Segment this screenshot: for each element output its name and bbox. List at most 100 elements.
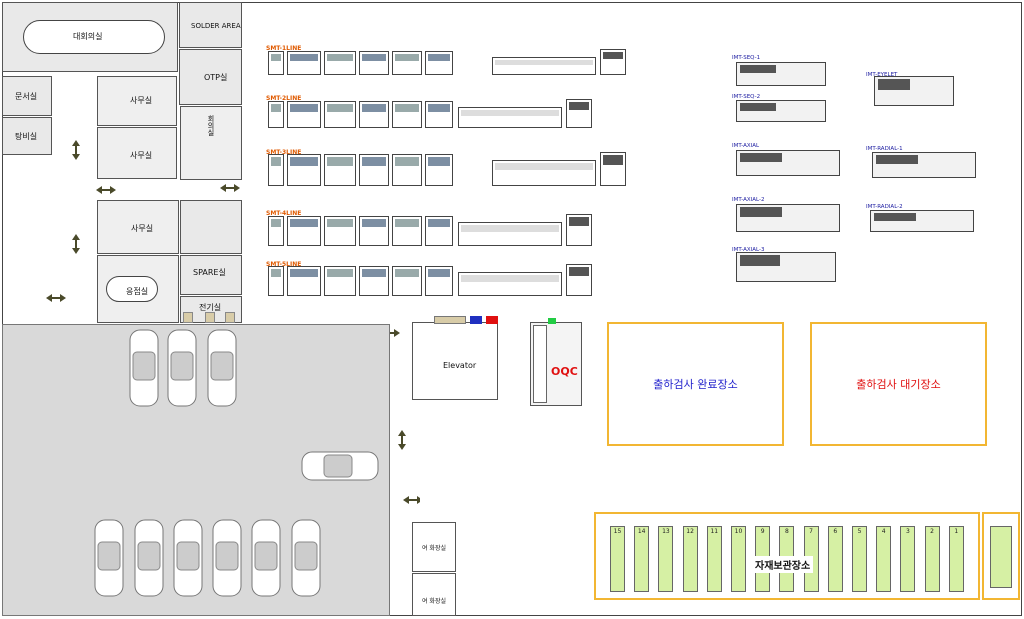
conference-table (23, 20, 165, 54)
shelf-number: 2 (930, 528, 934, 535)
imt-machine (736, 62, 826, 86)
machine-window (428, 269, 450, 278)
machine-window (327, 269, 353, 278)
machine (324, 154, 356, 186)
machine (566, 214, 592, 246)
machine-window (495, 163, 593, 171)
electrical-cabinet (205, 312, 215, 323)
machine-window (271, 104, 281, 112)
machine-window (395, 157, 419, 166)
solder-area: SOLDER AREA (179, 2, 242, 48)
machine-window (395, 269, 419, 278)
machine (287, 266, 321, 296)
machine-window (327, 104, 353, 112)
shelf-number: 8 (784, 528, 789, 535)
pantry-room: 탕비실 (2, 117, 52, 155)
machine-window (740, 65, 776, 74)
machine (392, 51, 422, 75)
small-meeting-room: 회의실 (180, 106, 242, 180)
smt-line-label: SMT-3LINE (266, 149, 302, 156)
machine-window (362, 269, 386, 278)
machine-window (569, 267, 589, 276)
smt-line-label: SMT-2LINE (266, 95, 302, 102)
spare-room: SPARE실 (180, 255, 242, 295)
machine (458, 272, 562, 296)
machine-window (362, 219, 386, 228)
storage-shelf: 10 (731, 526, 746, 592)
storage-side-rack (990, 526, 1012, 588)
reception-table (106, 276, 158, 302)
smt-line-label: SMT-1LINE (266, 45, 302, 52)
imt-machine (736, 100, 826, 122)
storage-shelf: 14 (634, 526, 650, 592)
machine (458, 222, 562, 246)
arrow-horizontal-icon (46, 294, 66, 302)
small-meeting-room-label: 회의실 (207, 115, 215, 136)
machine (359, 154, 389, 186)
machine (566, 99, 592, 128)
parked-car (204, 328, 240, 408)
otp-room: OTP실 (179, 49, 242, 105)
machine (324, 101, 356, 128)
material-storage-label: 자재보관장소 (752, 556, 814, 573)
machine-window (290, 269, 318, 278)
machine (392, 101, 422, 128)
electrical-room: 전기실 (180, 296, 242, 323)
machine-window (878, 79, 910, 90)
document-room: 문서실 (2, 76, 52, 116)
imt-machine (872, 152, 976, 178)
oqc-label: OQC (551, 365, 578, 378)
shelf-number: 4 (881, 528, 886, 535)
machine (359, 216, 389, 246)
shelf-number: 15 (613, 528, 622, 535)
machine (268, 266, 284, 296)
imt-machine-label: IMT-EYELET (866, 72, 898, 78)
inspection-wait-area: 출하검사 대기장소 (810, 322, 987, 446)
electrical-cabinet (225, 312, 235, 323)
machine-window (603, 52, 623, 60)
imt-machine-label: IMT-AXIAL (732, 143, 760, 149)
machine (425, 51, 453, 75)
restroom-male: 여 화장실 (412, 573, 456, 616)
machine (287, 101, 321, 128)
otp-room-label: OTP실 (204, 73, 228, 82)
imt-machine-label: IMT-AXIAL-2 (732, 197, 765, 203)
office-room-3: 사무실 (97, 200, 179, 254)
arrow-horizontal-icon (96, 186, 116, 194)
machine (324, 51, 356, 75)
arrow-vertical-icon (72, 234, 80, 254)
machine-window (461, 275, 559, 282)
machine-window (362, 157, 386, 166)
machine-window (428, 54, 450, 61)
machine (268, 154, 284, 186)
machine (425, 154, 453, 186)
machine-window (495, 60, 593, 66)
machine (566, 264, 592, 296)
office-room-1: 사무실 (97, 76, 177, 126)
machine-window (327, 157, 353, 166)
shelf-number: 6 (833, 528, 838, 535)
storage-side-area (982, 512, 1020, 600)
machine-window (290, 157, 318, 166)
machine (492, 57, 596, 75)
shelf-number: 14 (637, 528, 646, 535)
shelf-number: 1 (954, 528, 959, 535)
machine (600, 49, 626, 75)
restroom-female-label: 여 화장실 (422, 545, 446, 552)
imt-machine (870, 210, 974, 232)
machine (324, 266, 356, 296)
machine-window (876, 155, 918, 165)
machine-window (395, 54, 419, 61)
document-room-label: 문서실 (15, 92, 38, 101)
arrow-horizontal-icon (220, 184, 240, 192)
shelf-number: 10 (734, 528, 743, 535)
smt-line-label: SMT-5LINE (266, 261, 302, 268)
machine (458, 107, 562, 128)
machine-window (362, 54, 386, 61)
parked-car (126, 328, 162, 408)
oqc-bench (533, 325, 547, 403)
elevator-panel (434, 316, 466, 324)
reception-room: 응접실 (97, 255, 179, 323)
machine (287, 51, 321, 75)
